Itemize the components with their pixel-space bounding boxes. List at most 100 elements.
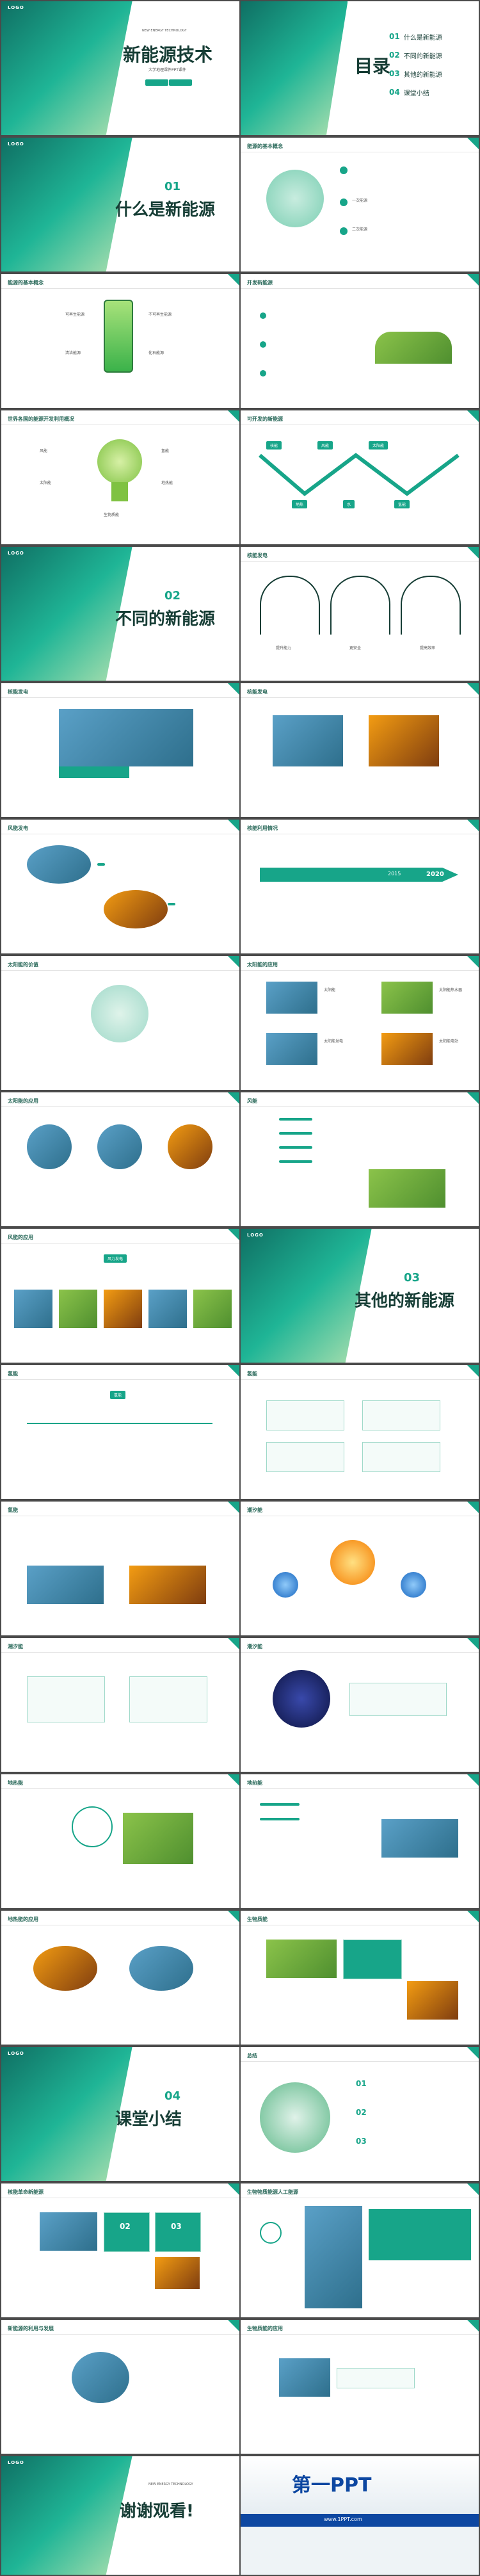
slide-14[interactable]: 核能利用情况 2020 2015 [241, 820, 479, 953]
label: 不可再生能源 [148, 312, 172, 317]
slide-heading: 氢能 [8, 1507, 18, 1513]
cover-hex-bg [1, 1, 132, 135]
photo [381, 1033, 433, 1065]
slide-heading: 潮汐能 [8, 1644, 23, 1649]
photo [381, 982, 433, 1014]
label-secondary-energy: 二次能源 [352, 227, 368, 232]
slide-4[interactable]: 能源的基本概念 一次能源 二次能源 [241, 138, 479, 271]
slide-17[interactable]: 太阳能的应用 太阳能 太阳能热水器 太阳能发电 太阳能电站 [241, 956, 479, 1090]
slide-section-1[interactable]: LOGO 01 什么是新能源 [1, 138, 239, 271]
slide-section-2[interactable]: LOGO 02 不同的新能源 [1, 547, 239, 681]
photo [59, 1290, 97, 1328]
slide-33[interactable]: 总结 01 02 03 [241, 2047, 479, 2181]
slide-section-3[interactable]: LOGO 03 其他的新能源 [241, 1229, 479, 1363]
label-pill: 核能 [266, 441, 282, 450]
slide-19[interactable]: 风能 [241, 1092, 479, 1226]
slide-25[interactable]: 潮汐能 [241, 1502, 479, 1635]
timeline-year: 2020 [426, 871, 444, 878]
slide-section-4[interactable]: LOGO 04 课堂小结 [1, 2047, 239, 2181]
slide-30[interactable]: 地热能的应用 [1, 1911, 239, 2045]
label-pill: 水 [343, 500, 355, 508]
corner-accent [467, 956, 479, 968]
slide-26[interactable]: 潮汐能 [1, 1638, 239, 1772]
label: 地热能 [161, 481, 173, 485]
promo-url[interactable]: www.1PPT.com [324, 2516, 362, 2522]
sun-icon [330, 1540, 375, 1585]
corner-accent [467, 410, 479, 422]
slide-end[interactable]: LOGO NEW ENERGY TECHNOLOGY 谢谢观看! [1, 2456, 239, 2575]
slide-31[interactable]: 生物质能 [241, 1911, 479, 2045]
earth-illustration [266, 170, 324, 227]
slide-heading: 能源的基本概念 [247, 143, 283, 149]
info-box [362, 1442, 440, 1472]
slide-24[interactable]: 氢能 [1, 1502, 239, 1635]
slide-37[interactable]: 生物质能的应用 [241, 2320, 479, 2454]
cover-button-1[interactable] [145, 79, 168, 86]
photo [407, 1981, 458, 2020]
info-box [349, 1683, 447, 1716]
slide-6[interactable]: 开发新能源 [241, 274, 479, 408]
slide-29[interactable]: 地热能 [241, 1774, 479, 1908]
corner-accent [228, 2183, 239, 2195]
slide-35[interactable]: 生物物质能源人工能源 [241, 2183, 479, 2317]
slide-18[interactable]: 太阳能的应用 [1, 1092, 239, 1226]
photo-plant [273, 715, 343, 766]
slide-36[interactable]: 新能源的利用与发展 [1, 2320, 239, 2454]
corner-accent [467, 1365, 479, 1377]
slide-heading: 氢能 [8, 1371, 18, 1377]
arch-shape [260, 576, 320, 635]
photo [266, 1940, 337, 1978]
slide-heading: 生物物质能源人工能源 [247, 2189, 298, 2195]
slide-heading: 风能发电 [8, 825, 28, 831]
info-box [266, 1442, 344, 1472]
slide-12[interactable]: 核能发电 [241, 683, 479, 817]
end-logo: LOGO [8, 2460, 24, 2465]
slide-27[interactable]: 潮汐能 [241, 1638, 479, 1772]
corner-accent [467, 1502, 479, 1513]
corner-accent [228, 2320, 239, 2331]
section-hex-bg [1, 547, 132, 681]
corner-accent [228, 956, 239, 968]
info-panel [369, 2209, 471, 2260]
slide-23[interactable]: 氢能 [241, 1365, 479, 1499]
connector-line [27, 1423, 212, 1424]
photo-circle [129, 1946, 193, 1991]
corner-accent [228, 683, 239, 695]
list-number: 03 [356, 2137, 367, 2146]
slide-34[interactable]: 核能革命新能源 02 03 [1, 2183, 239, 2317]
photo-circle [72, 2352, 129, 2403]
corner-accent [467, 1911, 479, 1922]
bullet-icon [260, 370, 266, 377]
slide-16[interactable]: 太阳能的价值 [1, 956, 239, 1090]
cover-button-2[interactable] [169, 79, 192, 86]
corner-accent [467, 138, 479, 149]
photo [279, 2358, 330, 2397]
slide-8[interactable]: 可开发的新能源 核能 风能 太阳能 地热 水 氢能 [241, 410, 479, 544]
slide-heading: 生物质能 [247, 1916, 268, 1922]
slide-cover[interactable]: LOGO NEW ENERGY TECHNOLOGY 新能源技术 大学地理课件P… [1, 1, 239, 135]
slide-promo[interactable]: 第一PPT www.1PPT.com [241, 2456, 479, 2575]
slide-5[interactable]: 能源的基本概念 可再生能源 不可再生能源 清洁能源 化石能源 [1, 274, 239, 408]
photo-circle [168, 1124, 212, 1169]
corner-accent [228, 1229, 239, 1240]
slide-20[interactable]: 风能的应用 风力发电 [1, 1229, 239, 1363]
arch-shape [401, 576, 461, 635]
slide-22[interactable]: 氢能 氢能 [1, 1365, 239, 1499]
slide-28[interactable]: 地热能 [1, 1774, 239, 1908]
battery-icon [104, 300, 133, 373]
slide-11[interactable]: 核能发电 [1, 683, 239, 817]
photo [104, 1290, 142, 1328]
photo-circle [273, 1670, 330, 1728]
pill-label [168, 903, 175, 905]
slide-7[interactable]: 世界各国的能源开发利用概况 风能 太阳能 氢能 地热能 生物质能 [1, 410, 239, 544]
label-pill: 风能 [317, 441, 333, 450]
slide-13[interactable]: 风能发电 [1, 820, 239, 953]
slide-10[interactable]: 核能发电 提升能力 更安全 提高效率 [241, 547, 479, 681]
pill [279, 1146, 312, 1149]
photo [148, 1290, 187, 1328]
